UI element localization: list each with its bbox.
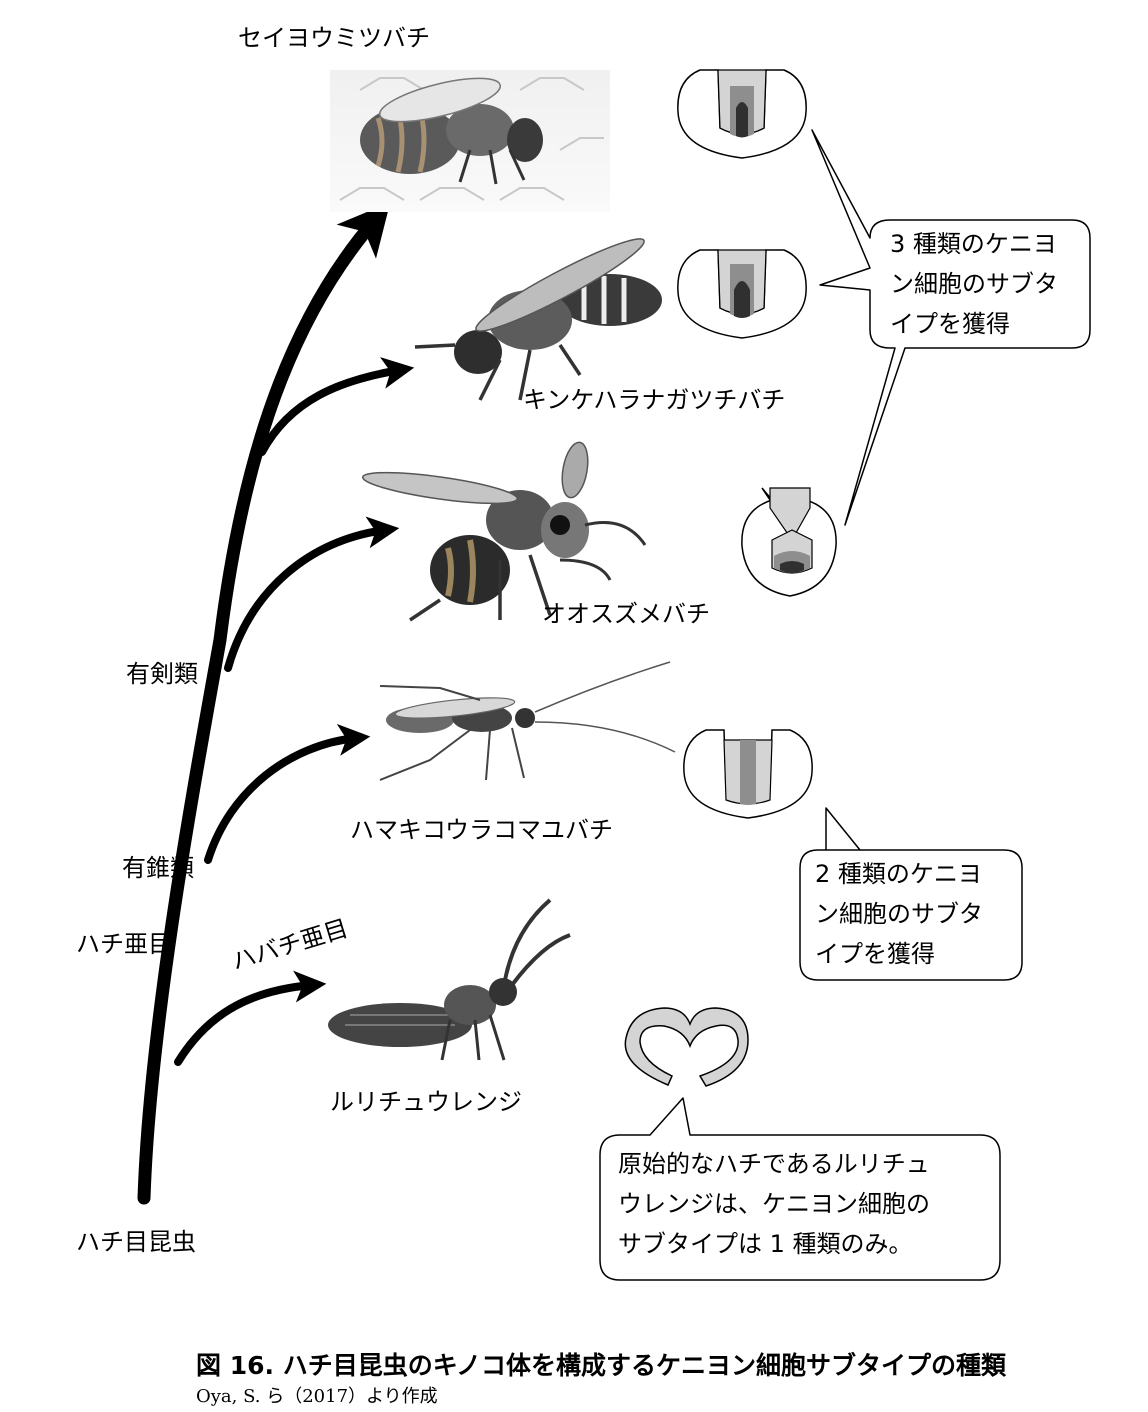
callout-three-line-2: ン細胞のサブタ	[890, 270, 1058, 298]
callout-two-line-2: ン細胞のサブタ	[815, 900, 983, 928]
branch-oosuzumebachi	[224, 516, 400, 672]
callout-one-text: 原始的なハチであるルリチュ ウレンジは、ケニヨン細胞の サブタイプは 1 種類の…	[618, 1144, 930, 1264]
branch-hamakikourakomayubachi	[204, 723, 371, 864]
callout-one-line-1: 原始的なハチであるルリチュ	[618, 1150, 930, 1178]
sawfly-illustration	[328, 898, 571, 1061]
branch-kinkeharanagatsuchibachi	[258, 357, 415, 456]
callout-two-text: 2 種類のケニヨ ン細胞のサブタ イプを獲得	[815, 854, 983, 974]
clade-label-yusui: 有錐類	[122, 854, 194, 882]
braconid-illustration	[379, 661, 676, 781]
hornet-illustration	[361, 441, 647, 622]
callout-two-line-3: イプを獲得	[815, 940, 935, 968]
callout-three-line-1: 3 種類のケニヨ	[890, 230, 1057, 258]
callout-one-line-2: ウレンジは、ケニヨン細胞の	[618, 1190, 930, 1218]
branch-rurichuurenji	[174, 970, 327, 1066]
species-label-hornet: オオスズメバチ	[542, 600, 710, 628]
kenyon-diagram-kinke	[677, 249, 807, 339]
figure-source: Oya, S. ら（2017）より作成	[196, 1386, 438, 1407]
species-label-honeybee: セイヨウミツバチ	[238, 24, 430, 52]
main-trunk	[137, 202, 391, 1205]
kenyon-diagram-hornet	[741, 487, 837, 597]
kenyon-diagram-honeybee	[677, 69, 807, 159]
callout-one-type	[599, 1097, 1001, 1281]
species-label-braconid: ハマキコウラコマユバチ	[350, 816, 614, 844]
callout-one-line-3: サブタイプは 1 種類のみ。	[618, 1230, 913, 1258]
kenyon-diagram-braconid	[683, 729, 813, 819]
figure-caption: 図 16. ハチ目昆虫のキノコ体を構成するケニヨン細胞サブタイプの種類	[196, 1351, 1006, 1380]
kinke-wasp-illustration	[414, 238, 662, 401]
callout-two-types	[799, 807, 1023, 981]
clade-label-root: ハチ目昆虫	[76, 1228, 196, 1256]
callout-three-line-3: イプを獲得	[890, 310, 1010, 338]
species-label-kinke: キンケハラナガツチバチ	[523, 386, 786, 414]
callout-three-text: 3 種類のケニヨ ン細胞のサブタ イプを獲得	[890, 224, 1058, 344]
callout-two-line-1: 2 種類のケニヨ	[815, 860, 982, 888]
clade-label-hachi-amoku: ハチ亜目	[76, 930, 172, 958]
kenyon-diagram-sawfly	[624, 1007, 749, 1087]
clade-label-yuken: 有剣類	[126, 660, 198, 688]
callout-three-types	[811, 129, 1091, 526]
species-label-sawfly: ルリチュウレンジ	[330, 1088, 522, 1116]
honeybee-illustration	[330, 70, 610, 212]
phylogenetic-tree	[137, 202, 415, 1205]
